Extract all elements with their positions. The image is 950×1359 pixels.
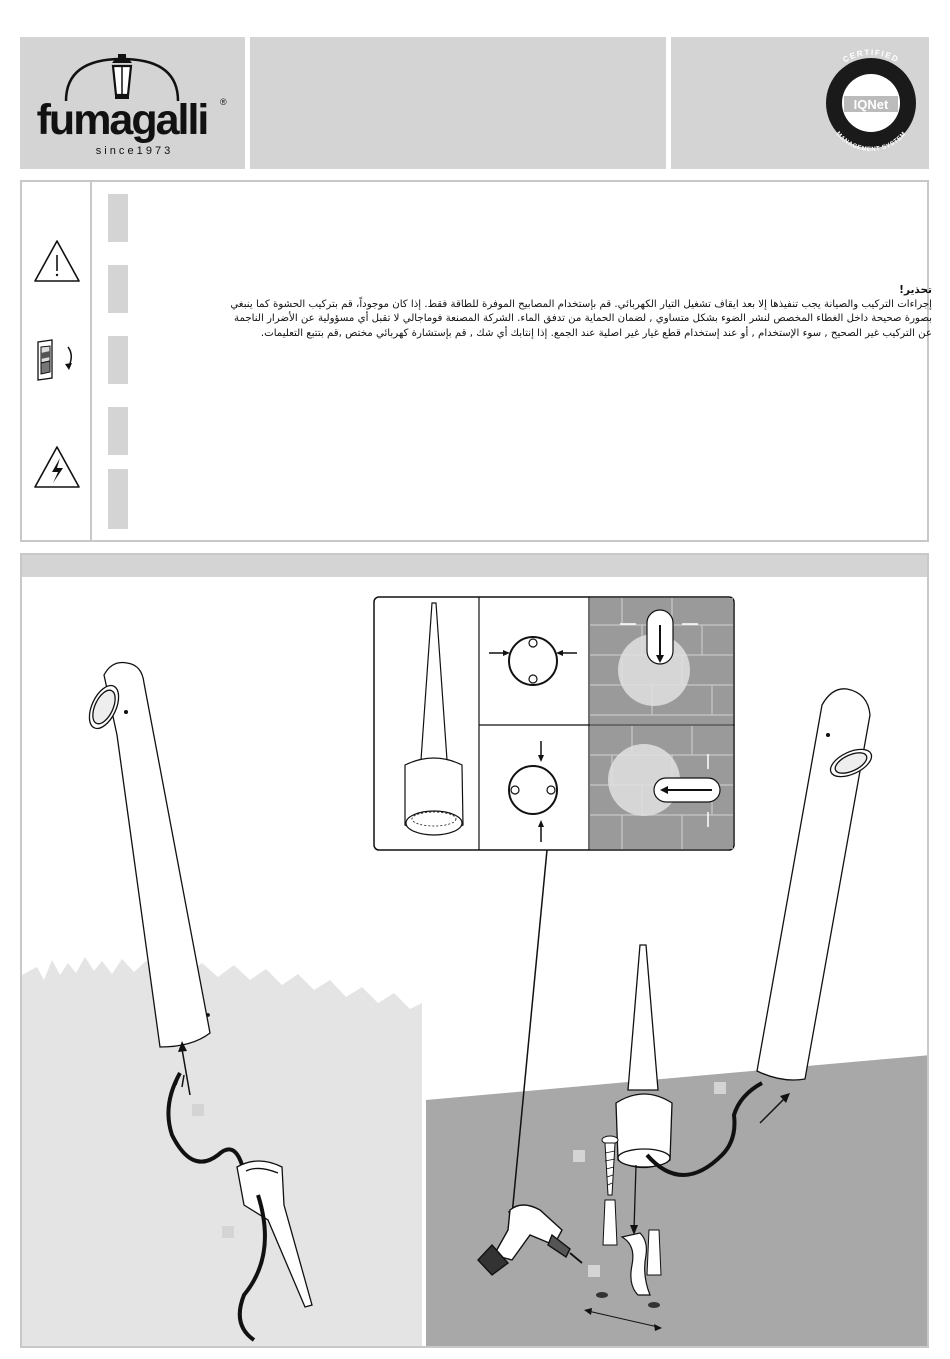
arabic-warning-line-3: عن التركيب غير الصحيح , سوء الإستخدام , …: [260, 327, 932, 339]
bollard-on-paving: [756, 688, 873, 1081]
arabic-warning-line-2: بصورة صحيحة داخل الغطاء المخصص لنشر الضو…: [234, 313, 932, 324]
language-marker: [108, 336, 128, 384]
installation-diagram-panel: [20, 553, 929, 1348]
certification-box: CERTIFIED MANAGEMENT SYSTEM IQNet: [671, 37, 929, 169]
paved-ground-area: [426, 1055, 927, 1346]
language-marker: [108, 265, 128, 313]
safety-warnings-panel: [20, 180, 929, 542]
installation-header-bar: [22, 555, 927, 577]
drill-icon: [477, 1204, 583, 1276]
fumagalli-logo: fumagalli ® s i n c e 1 9 7 3: [37, 54, 227, 157]
arabic-warning-text: تحذير! إجراءات التركيب والصيانة يجب تنفي…: [172, 283, 932, 341]
screw-icon: [601, 1135, 619, 1196]
wall-plug-icon: [602, 1199, 662, 1276]
spike-detail-panel: [373, 596, 735, 851]
ground-spike-right: [615, 944, 673, 1169]
language-marker: [108, 194, 128, 242]
logo-wordmark: fumagalli: [37, 96, 208, 144]
installation-illustration: [22, 596, 927, 1346]
bollard-in-grass: [88, 661, 211, 1048]
ground-spike-left: [236, 1160, 313, 1308]
lantern-icon: [111, 54, 133, 99]
electric-shock-icon: [34, 446, 80, 488]
warning-triangle-icon: [34, 240, 80, 282]
logo-tagline: s i n c e 1 9 7 3: [96, 145, 171, 157]
language-marker: [108, 469, 128, 529]
header-title-box: [250, 37, 666, 169]
brand-logo-box: fumagalli ® s i n c e 1 9 7 3: [20, 37, 245, 169]
language-marker: [108, 407, 128, 455]
seal-center-text: IQNet: [854, 97, 889, 112]
iqnet-certified-seal: CERTIFIED MANAGEMENT SYSTEM IQNet: [826, 48, 916, 153]
panel-divider: [90, 182, 92, 540]
arabic-warning-line-1: إجراءات التركيب والصيانة يجب تنفيذها إلا…: [230, 298, 932, 310]
arabic-warning-title: تحذير!: [899, 284, 932, 296]
power-switch-off-icon: [37, 339, 72, 381]
registered-mark: ®: [220, 97, 227, 107]
